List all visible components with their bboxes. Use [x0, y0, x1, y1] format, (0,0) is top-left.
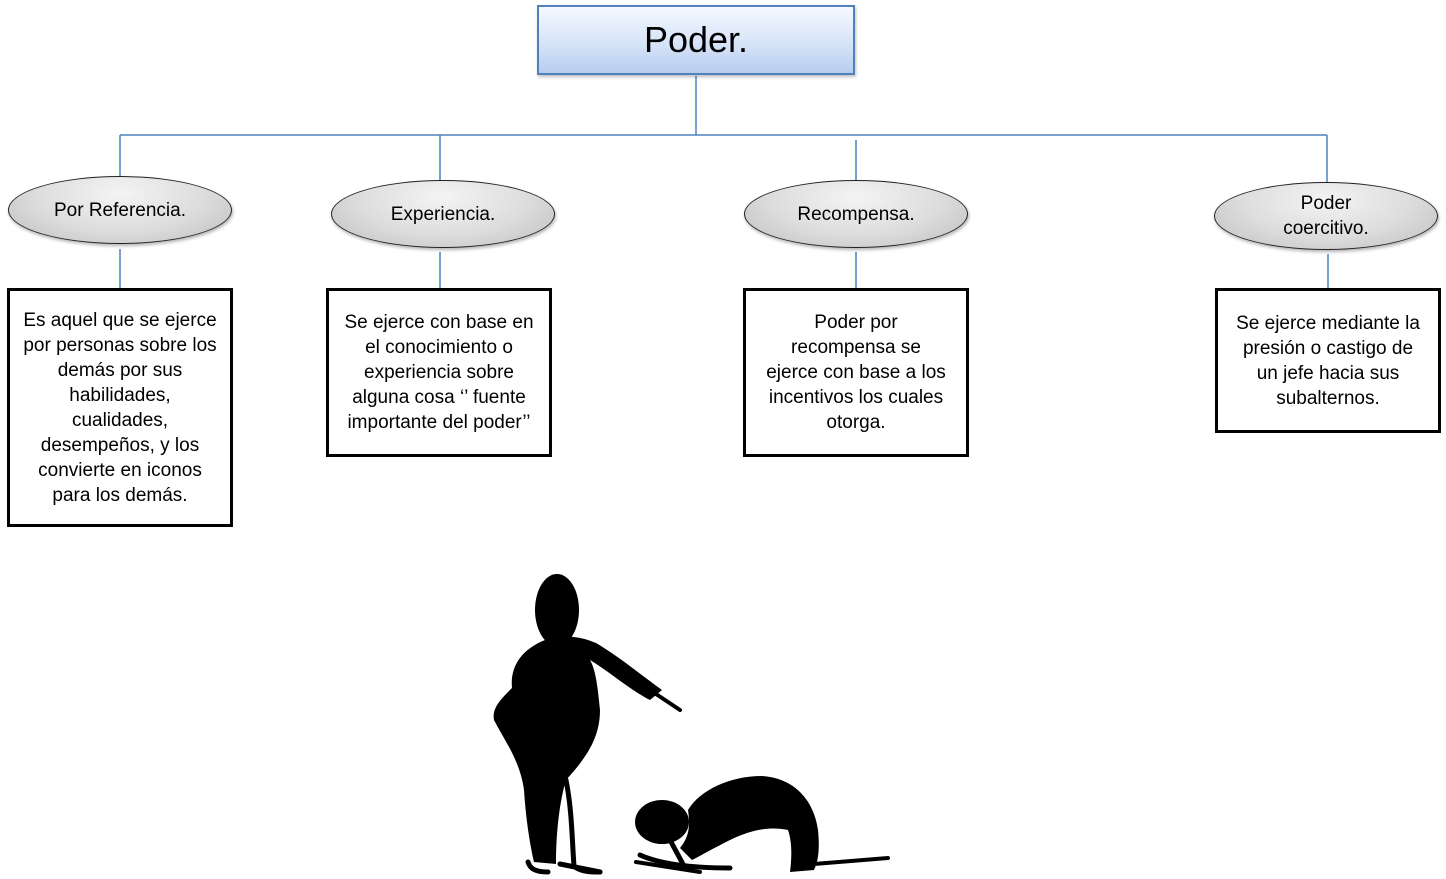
- branch-oval-experiencia: Experiencia.: [331, 180, 555, 248]
- root-label: Poder.: [643, 19, 749, 60]
- branch-title: Poder coercitivo.: [1283, 193, 1369, 239]
- branch-oval-recompensa: Recompensa.: [744, 180, 968, 248]
- kneeling-figure-icon: [634, 776, 890, 874]
- description-box-referencia: Es aquel que se ejerce por personas sobr…: [7, 288, 233, 527]
- branch-title: Recompensa.: [797, 203, 915, 225]
- description-text: Se ejerce con base en el conocimiento o …: [344, 312, 534, 433]
- power-illustration: [493, 574, 890, 875]
- description-box-coercitivo: Se ejerce mediante la presión o castigo …: [1215, 288, 1441, 433]
- description-box-recompensa: Poder por recompensa se ejerce con base …: [743, 288, 969, 457]
- description-box-experiencia: Se ejerce con base en el conocimiento o …: [326, 288, 552, 457]
- branch-title: Experiencia.: [390, 203, 496, 225]
- description-text: Es aquel que se ejerce por personas sobr…: [23, 309, 217, 506]
- root-node: Poder.: [537, 5, 855, 75]
- branch-oval-referencia: Por Referencia.: [8, 176, 232, 244]
- description-text: Se ejerce mediante la presión o castigo …: [1236, 312, 1420, 409]
- branch-oval-coercitivo: Poder coercitivo.: [1214, 182, 1438, 250]
- boss-figure-icon: [493, 574, 682, 875]
- branch-title: Por Referencia.: [53, 199, 186, 221]
- description-text: Poder por recompensa se ejerce con base …: [766, 312, 946, 433]
